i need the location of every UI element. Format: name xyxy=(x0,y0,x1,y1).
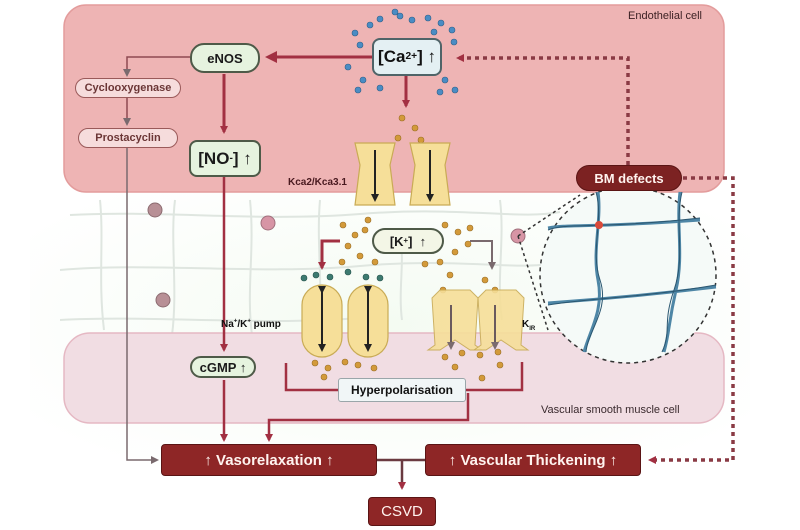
kca-channel-label: Kca2/Kca3.1 xyxy=(288,177,347,188)
na-k-pumps xyxy=(301,284,389,358)
endothelial-cell-compartment xyxy=(63,4,725,193)
pathway-arrows xyxy=(123,51,524,490)
k-text: /K xyxy=(237,319,248,330)
vascular-thickening-node[interactable]: ↑ Vascular Thickening ↑ xyxy=(425,444,641,476)
na-text: Na xyxy=(221,319,234,330)
cgmp-node[interactable]: cGMP ↑ xyxy=(190,356,256,378)
bm-defects-node[interactable]: BM defects xyxy=(576,165,682,191)
ecm-particle xyxy=(155,292,171,308)
smooth-muscle-cell-label: Vascular smooth muscle cell xyxy=(541,404,680,416)
hyperpolarisation-node[interactable]: Hyperpolarisation xyxy=(338,378,466,402)
vasorelaxation-node[interactable]: ↑ Vasorelaxation ↑ xyxy=(161,444,377,476)
calcium-label-base: [Ca xyxy=(378,47,406,66)
kir-subscript: IR xyxy=(529,326,536,332)
cyclooxygenase-node[interactable]: Cyclooxygenase xyxy=(75,78,181,98)
k-charge-pump: + xyxy=(247,318,251,325)
endothelial-cell-label: Endothelial cell xyxy=(628,10,702,22)
na-k-pump-label: Na+/K+ pump xyxy=(221,319,281,330)
bm-defects-connectors xyxy=(456,54,735,464)
ecm-particle xyxy=(260,215,276,231)
enos-node[interactable]: eNOS xyxy=(190,43,260,73)
ecm-particle xyxy=(147,202,163,218)
kir-channels xyxy=(426,289,530,351)
k-label-tail: ] ↑ xyxy=(408,233,427,249)
kca-channels xyxy=(354,142,451,206)
sodium-ions xyxy=(300,268,384,282)
calcium-label-tail: ] ↑ xyxy=(417,47,436,66)
nitric-oxide-node[interactable]: [NO-] ↑ xyxy=(189,140,261,177)
kir-base: K xyxy=(522,319,530,330)
calcium-ions xyxy=(344,8,459,96)
no-label-base: [NO xyxy=(198,148,230,168)
no-label-tail: ] ↑ xyxy=(232,148,252,168)
potassium-node[interactable]: [K+] ↑ xyxy=(372,228,444,254)
k-label-base: [K xyxy=(389,233,404,249)
csvd-node[interactable]: CSVD xyxy=(368,497,436,526)
prostacyclin-node[interactable]: Prostacyclin xyxy=(78,128,178,148)
kir-label: KIR xyxy=(522,319,536,332)
na-charge: + xyxy=(233,318,238,325)
basement-membrane-zoom xyxy=(517,186,717,364)
pump-text: pump xyxy=(250,319,281,330)
